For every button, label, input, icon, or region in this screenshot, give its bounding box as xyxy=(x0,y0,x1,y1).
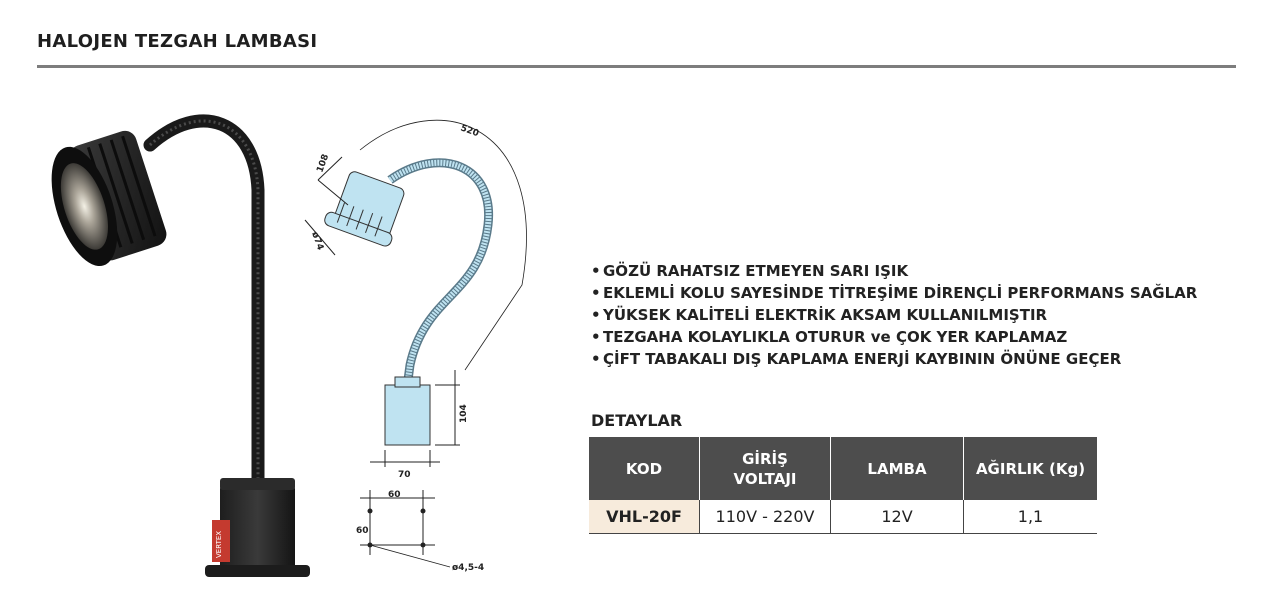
dim-base-width: 70 xyxy=(398,470,411,480)
details-title: DETAYLAR xyxy=(591,411,683,430)
cell-voltaj: 110V - 220V xyxy=(699,500,831,534)
title-divider xyxy=(37,65,1236,68)
feature-item: •TEZGAHA KOLAYLIKLA OTURUR ve ÇOK YER KA… xyxy=(591,328,1068,346)
header-kod: KOD xyxy=(589,437,700,500)
dim-head-length: 108 xyxy=(315,153,331,174)
feature-list: •GÖZÜ RAHATSIZ ETMEYEN SARI IŞIK •EKLEML… xyxy=(591,260,1197,370)
dim-base-height: 104 xyxy=(459,404,469,423)
feature-item: •EKLEMLİ KOLU SAYESİNDE TİTREŞİME DİRENÇ… xyxy=(591,284,1198,302)
feature-item: •YÜKSEK KALİTELİ ELEKTRİK AKSAM KULLANIL… xyxy=(591,306,1048,324)
lamp-product-image: VERTEX xyxy=(51,114,310,577)
cell-lamba: 12V xyxy=(830,500,964,534)
dim-arm-length: 520 xyxy=(459,123,480,139)
table-row: VHL-20F 110V - 220V 12V 1,1 xyxy=(589,500,1097,534)
technical-drawing: 520 108 ø74 104 70 60 60 ø4,5-4 xyxy=(304,119,527,573)
feature-item: •GÖZÜ RAHATSIZ ETMEYEN SARI IŞIK xyxy=(591,262,909,280)
header-lamba: LAMBA xyxy=(830,437,964,500)
dim-hole-size: ø4,5-4 xyxy=(452,563,484,573)
cell-kod: VHL-20F xyxy=(589,500,700,534)
cell-agirlik: 1,1 xyxy=(963,500,1097,534)
page-title: HALOJEN TEZGAH LAMBASI xyxy=(37,31,318,52)
dim-head-diameter: ø74 xyxy=(309,231,325,252)
header-agirlik: AĞIRLIK (Kg) xyxy=(963,437,1097,500)
dim-hole-spacing-x: 60 xyxy=(388,490,401,500)
dim-hole-spacing-y: 60 xyxy=(356,526,369,536)
brand-badge: VERTEX xyxy=(215,531,223,558)
feature-item: •ÇİFT TABAKALI DIŞ KAPLAMA ENERJİ KAYBIN… xyxy=(591,350,1122,368)
